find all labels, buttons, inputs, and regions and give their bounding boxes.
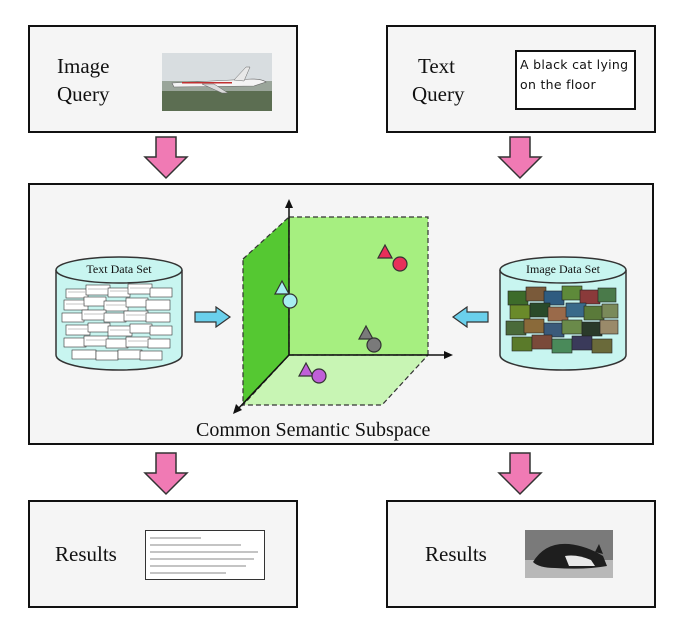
text-query-input: A black cat lying on the floor [515, 50, 636, 110]
marker-cyan [273, 279, 298, 309]
retrieved-text-document [145, 530, 265, 580]
down-arrow-icon [143, 452, 189, 496]
marker-purple [297, 361, 327, 384]
marker-red [376, 243, 408, 272]
right-arrow-icon [194, 306, 232, 328]
down-arrow-icon [143, 136, 189, 180]
image-query-label-line1: Image [57, 54, 110, 78]
down-arrow-icon [497, 452, 543, 496]
subspace-caption: Common Semantic Subspace [196, 419, 431, 441]
down-arrow-icon [497, 136, 543, 180]
image-dataset-cylinder [499, 256, 627, 371]
semantic-subspace-3d [233, 199, 453, 414]
text-dataset-label: Text Data Set [86, 262, 152, 276]
airplane-image [162, 53, 272, 111]
text-query-label-line2: Query [412, 82, 465, 106]
text-query-label-line1: Text [418, 54, 456, 78]
left-arrow-icon [451, 306, 489, 328]
results-left-label: Results [55, 542, 117, 566]
text-dataset-cylinder [55, 256, 183, 371]
image-query-label-line2: Query [57, 82, 110, 106]
results-right-label: Results [425, 542, 487, 566]
image-dataset-label: Image Data Set [526, 262, 600, 276]
marker-gray [357, 324, 382, 353]
retrieved-cat-image [525, 530, 613, 578]
